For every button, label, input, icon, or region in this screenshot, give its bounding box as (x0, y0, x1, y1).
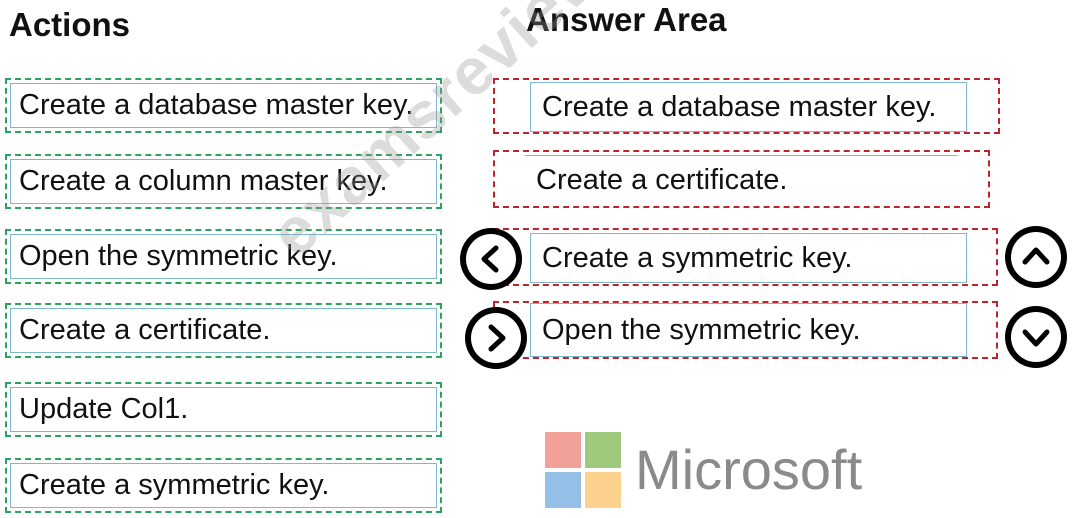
answer-slot-2[interactable] (493, 150, 990, 208)
answer-item-label: Create a certificate. (536, 163, 788, 196)
action-item-label: Update Col1. (10, 387, 437, 432)
logo-square (585, 472, 621, 508)
answer-item-label: Open the symmetric key. (542, 313, 861, 346)
action-item-update-col1[interactable]: Update Col1. (5, 382, 442, 437)
chevron-up-icon (1022, 247, 1050, 265)
microsoft-logo: Microsoft (545, 432, 862, 508)
microsoft-wordmark: Microsoft (635, 438, 863, 501)
logo-square (545, 432, 581, 468)
action-item-label: Create a column master key. (10, 159, 437, 204)
answer-area-heading: Answer Area (526, 1, 727, 38)
action-item-label: Create a certificate. (10, 308, 437, 353)
action-item-create-column-master-key[interactable]: Create a column master key. (5, 154, 442, 209)
move-down-button[interactable] (1005, 306, 1067, 368)
answer-item-create-certificate[interactable]: Create a certificate. (524, 155, 958, 205)
chevron-left-icon (481, 245, 499, 273)
microsoft-logo-icon (545, 432, 621, 508)
action-item-label: Open the symmetric key. (10, 234, 437, 279)
answer-item-create-db-master-key[interactable]: Create a database master key. (530, 82, 967, 132)
action-item-open-symmetric-key[interactable]: Open the symmetric key. (5, 229, 442, 284)
answer-item-create-symmetric-key[interactable]: Create a symmetric key. (530, 233, 967, 283)
action-item-label: Create a symmetric key. (10, 463, 437, 508)
answer-slot-1[interactable] (493, 78, 1000, 134)
move-up-button[interactable] (1005, 226, 1067, 288)
action-item-label: Create a database master key. (10, 83, 437, 128)
answer-item-label: Create a database master key. (542, 90, 937, 123)
answer-item-label: Create a symmetric key. (542, 241, 853, 274)
action-item-create-symmetric-key[interactable]: Create a symmetric key. (5, 458, 442, 513)
move-right-button[interactable] (465, 307, 527, 369)
chevron-right-icon (488, 324, 506, 352)
move-left-button[interactable] (460, 228, 522, 290)
chevron-down-icon (1022, 329, 1050, 347)
answer-item-open-symmetric-key[interactable]: Open the symmetric key. (530, 303, 967, 357)
logo-square (585, 432, 621, 468)
logo-square (545, 472, 581, 508)
action-item-create-certificate[interactable]: Create a certificate. (5, 303, 442, 358)
actions-heading: Actions (9, 6, 131, 43)
action-item-create-db-master-key[interactable]: Create a database master key. (5, 78, 442, 133)
